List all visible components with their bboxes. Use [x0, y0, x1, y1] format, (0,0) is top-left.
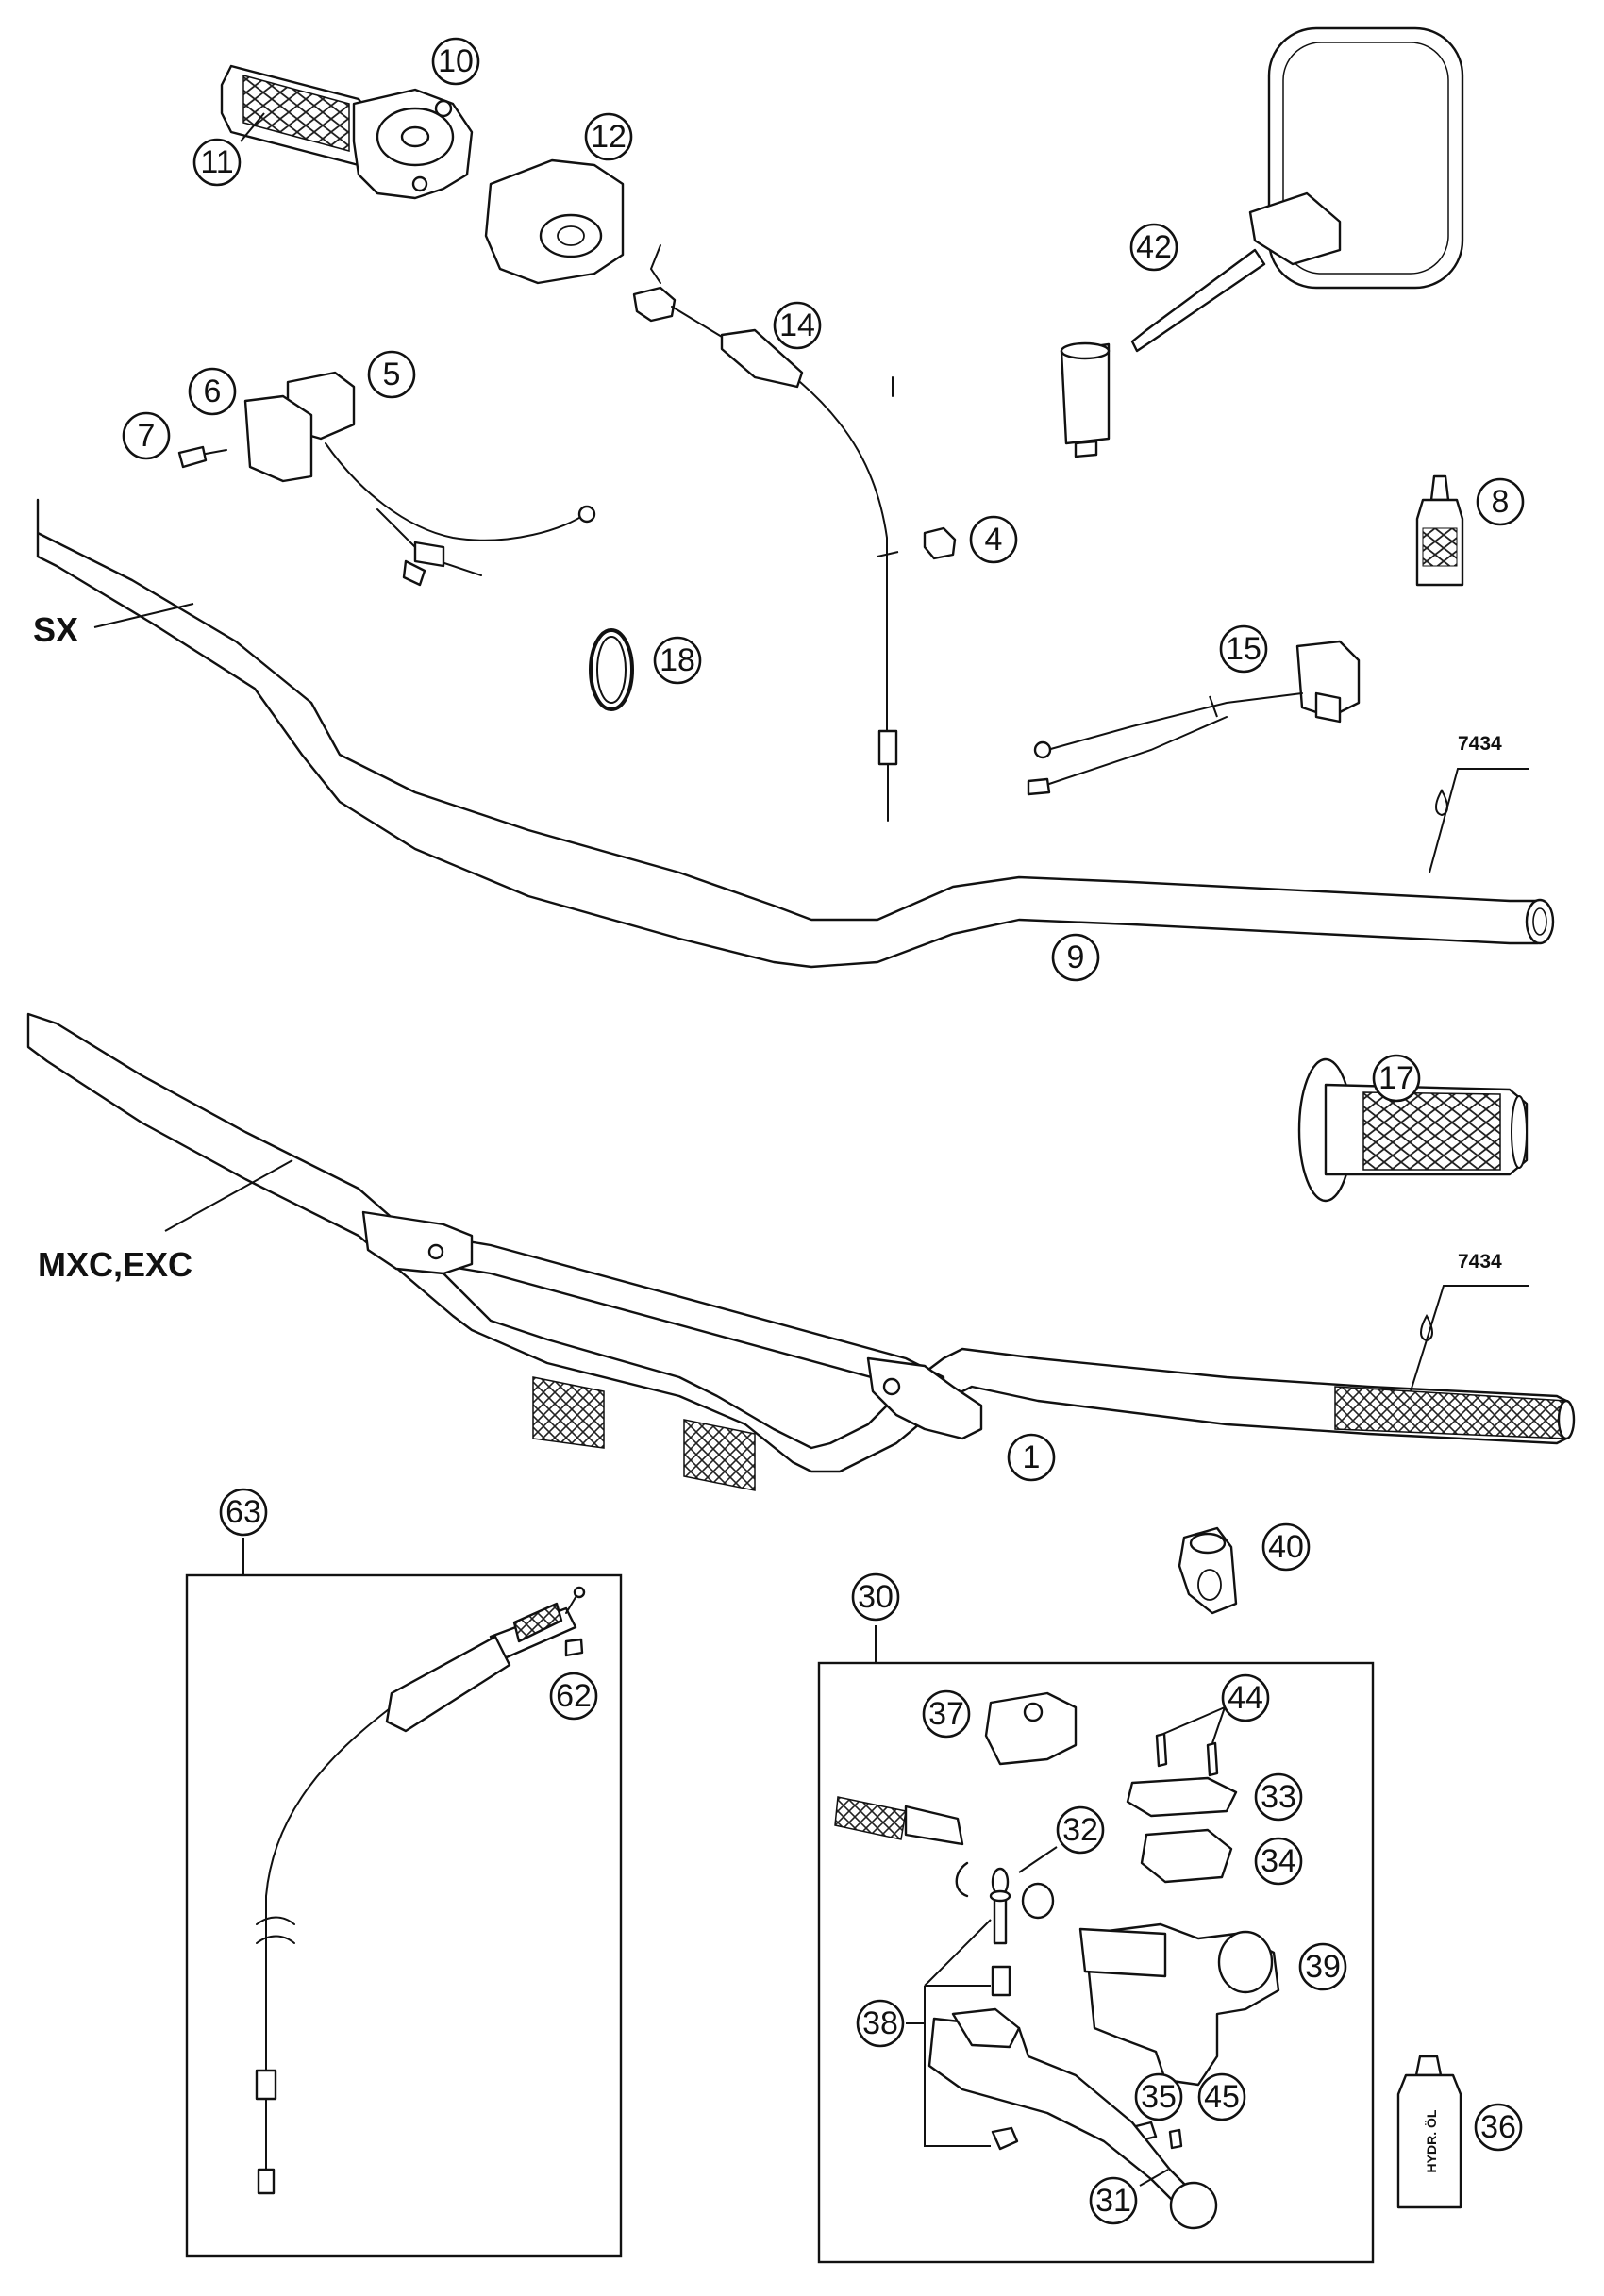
callout-35: 35: [1134, 2072, 1183, 2121]
callout-10: 10: [431, 37, 480, 86]
svg-text:44: 44: [1228, 1680, 1263, 1716]
callout-42: 42: [1129, 223, 1178, 272]
sx-leader: [93, 603, 194, 628]
svg-text:5: 5: [383, 357, 401, 392]
callout-38: 38: [856, 1999, 905, 2048]
callout-11: 11: [192, 138, 242, 187]
tool-code-lower: 7434: [1458, 1251, 1502, 1273]
svg-text:36: 36: [1480, 2109, 1516, 2145]
callout-34: 34: [1254, 1837, 1303, 1886]
grip-17: [1297, 1057, 1529, 1203]
tool-code-upper-leader: [1429, 768, 1529, 873]
cable-14: [632, 244, 899, 822]
callout-39: 39: [1298, 1942, 1347, 1991]
locker-drop-upper: [1435, 788, 1448, 817]
switch-15: [1027, 640, 1361, 796]
variant-label-mxc-exc: MXC,EXC: [38, 1245, 192, 1284]
kit-63-box: [185, 1538, 623, 2258]
callout-32: 32: [1056, 1805, 1105, 1855]
callout-40: 40: [1261, 1522, 1311, 1572]
nut-4: [923, 526, 957, 560]
svg-text:63: 63: [226, 1494, 261, 1530]
svg-text:10: 10: [438, 43, 474, 79]
callout-45: 45: [1197, 2072, 1246, 2121]
svg-text:45: 45: [1204, 2079, 1240, 2115]
callout-18: 18: [653, 636, 702, 685]
svg-text:7: 7: [138, 418, 156, 454]
callout-30: 30: [851, 1572, 900, 1622]
svg-text:32: 32: [1062, 1812, 1098, 1848]
callout-44-leader-b: [1211, 1706, 1226, 1744]
callout-15: 15: [1219, 624, 1268, 674]
sx-handlebar: [36, 498, 1555, 969]
svg-text:31: 31: [1095, 2183, 1131, 2219]
switch-assembly-5-6-7: [177, 371, 596, 587]
svg-text:38: 38: [862, 2005, 898, 2041]
clamp-40: [1178, 1526, 1238, 1615]
callout-14: 14: [773, 301, 822, 350]
mxc-exc-leader: [164, 1159, 293, 1232]
variant-label-sx: SX: [33, 610, 78, 649]
svg-text:42: 42: [1136, 229, 1172, 265]
throttle-grip-assembly: [220, 64, 474, 200]
svg-text:11: 11: [200, 144, 233, 180]
svg-text:34: 34: [1261, 1843, 1296, 1879]
mirror-42: [1060, 26, 1464, 458]
callout-36: 36: [1474, 2103, 1523, 2152]
callout-11-leader: [240, 112, 265, 142]
svg-text:33: 33: [1261, 1779, 1296, 1815]
callout-17: 17: [1372, 1054, 1421, 1103]
thread-locker-bottle-8: [1415, 474, 1464, 587]
hydraulic-oil-bottle-36: HYDR. ÖL: [1396, 2055, 1462, 2209]
svg-text:12: 12: [591, 119, 627, 155]
mxc-exc-handlebar: [26, 1012, 1576, 1491]
throttle-cover: [484, 158, 625, 285]
svg-text:17: 17: [1378, 1060, 1414, 1096]
svg-text:30: 30: [858, 1579, 894, 1615]
callout-1: 1: [1007, 1433, 1056, 1482]
callout-44-leader: [1162, 1706, 1226, 1735]
callout-31: 31: [1089, 2176, 1138, 2225]
tool-code-upper: 7434: [1458, 733, 1502, 755]
callout-31-leader: [1139, 2169, 1169, 2187]
callout-32-leader: [1018, 1846, 1058, 1873]
callout-8: 8: [1476, 477, 1525, 526]
svg-text:6: 6: [204, 374, 222, 409]
svg-text:14: 14: [779, 308, 815, 343]
svg-text:9: 9: [1067, 940, 1085, 975]
svg-text:1: 1: [1023, 1439, 1041, 1475]
svg-text:39: 39: [1305, 1949, 1341, 1985]
callout-5: 5: [367, 350, 416, 399]
kit-30-box: [817, 1625, 1375, 2264]
callout-7: 7: [122, 411, 171, 460]
svg-text:18: 18: [660, 642, 695, 678]
callout-63: 63: [219, 1488, 268, 1537]
callout-33: 33: [1254, 1772, 1303, 1822]
callout-62: 62: [549, 1672, 598, 1721]
callout-6: 6: [188, 367, 237, 416]
svg-text:4: 4: [985, 522, 1003, 557]
callout-12: 12: [584, 112, 633, 161]
callout-37: 37: [922, 1689, 971, 1739]
svg-text:8: 8: [1492, 484, 1510, 520]
cable-tie-18: [589, 628, 634, 711]
svg-text:40: 40: [1268, 1529, 1304, 1565]
svg-text:15: 15: [1226, 631, 1261, 667]
hydraulic-oil-label: HYDR. ÖL: [1424, 2109, 1439, 2172]
tool-code-lower-leader: [1410, 1285, 1529, 1392]
callout-4: 4: [969, 515, 1018, 564]
svg-text:37: 37: [928, 1696, 964, 1732]
callout-9: 9: [1051, 933, 1100, 982]
svg-text:62: 62: [556, 1678, 592, 1714]
svg-text:35: 35: [1141, 2079, 1177, 2115]
callout-44: 44: [1221, 1673, 1270, 1722]
